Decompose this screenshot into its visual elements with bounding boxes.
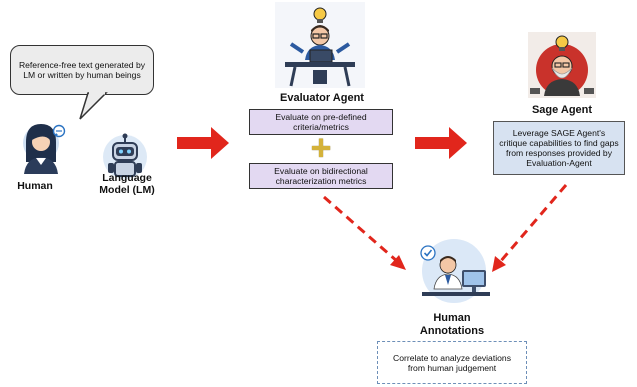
lm-label: Language Model (LM) [99,172,155,196]
evaluator-title: Evaluator Agent [280,92,364,104]
human-avatar-icon [23,124,59,174]
evaluator-illustration [275,2,365,88]
evaluator-bidirectional-box: Evaluate on bidirectional characterizati… [249,163,393,189]
sage-critique-box: Leverage SAGE Agent's critique capabilit… [493,121,625,175]
evaluator-bidirectional-text: Evaluate on bidirectional characterizati… [274,166,368,186]
plus-sign: + [310,127,332,168]
lightbulb-icon [313,7,327,23]
annotator-illustration [420,239,490,303]
arrow-to-evaluator [177,127,229,159]
robot-icon [103,133,147,179]
chat-icon [52,124,66,138]
arrow-to-sage [415,127,467,159]
speech-bubble: Reference-free text generated by LM or w… [10,45,154,95]
sage-illustration [528,32,596,98]
annotations-title: Human Annotations [419,312,485,337]
evaluator-criteria-text: Evaluate on pre-defined criteria/metrics [275,112,367,132]
bubble-tail [79,91,108,120]
correlate-box: Correlate to analyze deviations from hum… [377,341,527,384]
evaluator-criteria-box: Evaluate on pre-defined criteria/metrics [249,109,393,135]
human-label: Human [17,180,53,192]
correlate-text: Correlate to analyze deviations from hum… [393,352,511,373]
sage-title: Sage Agent [531,104,593,116]
checkmark-icon [420,245,436,261]
bubble-text: Reference-free text generated by LM or w… [18,60,146,80]
sage-critique-text: Leverage SAGE Agent's critique capabilit… [499,128,619,168]
